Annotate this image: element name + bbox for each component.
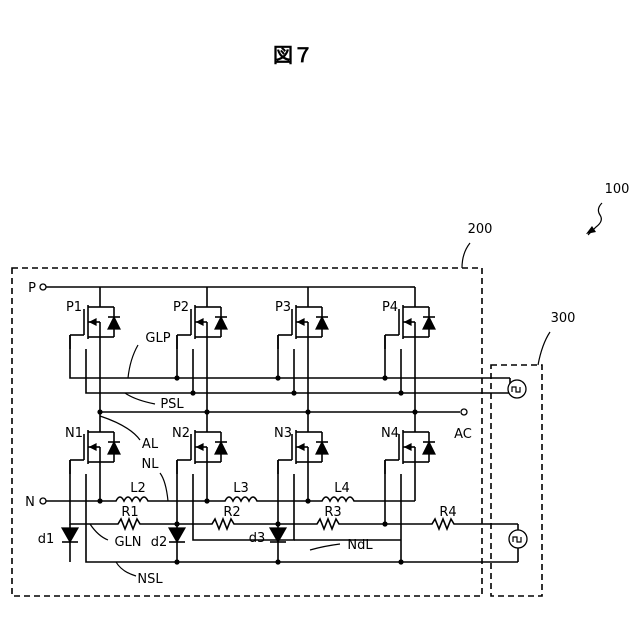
terminal-n-label: N <box>25 495 35 510</box>
gln-leader <box>90 524 108 540</box>
n-switch-2-label: N2 <box>172 426 190 441</box>
glp-label: GLP <box>145 331 170 346</box>
p-switch-3-label: P3 <box>275 300 291 315</box>
ref-system-label: 100 <box>605 182 630 197</box>
figure-title: 図７ <box>273 43 313 67</box>
nsl-label: NSL <box>137 572 163 587</box>
p-switch-4-label: P4 <box>382 300 398 315</box>
pulse-source-bottom <box>509 530 527 548</box>
terminal-ac-label: AC <box>454 427 472 442</box>
n-switch-4 <box>385 412 435 482</box>
n-switch-1-label: N1 <box>65 426 83 441</box>
p-switch-2-label: P2 <box>173 300 189 315</box>
resistor-r2-label: R2 <box>223 505 240 520</box>
al-label: AL <box>142 437 159 452</box>
p-switch-2 <box>177 287 227 357</box>
ref-module-leader <box>462 243 470 268</box>
terminal-n <box>40 498 46 504</box>
inductor-l2-label: L2 <box>130 481 146 496</box>
terminal-p <box>40 284 46 290</box>
al-leader <box>100 416 140 440</box>
ref-system-arrow <box>586 226 596 234</box>
n-switch-2 <box>177 412 227 482</box>
resistor-r1-label: R1 <box>121 505 138 520</box>
nsl-leader <box>116 562 136 576</box>
p-switch-1-label: P1 <box>66 300 82 315</box>
n-switch-1 <box>70 412 120 482</box>
gln-label: GLN <box>114 535 141 550</box>
p-switch-3 <box>278 287 328 357</box>
n-switch-3-label: N3 <box>274 426 292 441</box>
nl-leader <box>160 473 168 501</box>
p-switch-1 <box>70 287 120 357</box>
ndl-label: NdL <box>347 538 373 553</box>
ref-module-label: 200 <box>468 222 493 237</box>
psl-label: PSL <box>160 397 184 412</box>
terminal-ac <box>461 409 467 415</box>
diode-d2 <box>169 528 185 542</box>
n-switch-3 <box>278 412 328 482</box>
ndl-leader <box>310 544 340 550</box>
diode-d3-label: d3 <box>249 531 266 546</box>
n-switch-4-label: N4 <box>381 426 399 441</box>
diode-d1 <box>62 528 78 542</box>
psl-line <box>86 349 510 393</box>
p-switch-4 <box>385 287 435 357</box>
diode-d1-label: d1 <box>38 532 55 547</box>
pulse-source-top <box>508 380 526 398</box>
diode-d2-label: d2 <box>151 535 168 550</box>
resistor-r4-label: R4 <box>439 505 456 520</box>
inductor-l4-label: L4 <box>334 481 350 496</box>
glp-line <box>70 335 510 378</box>
resistor-r3-label: R3 <box>324 505 341 520</box>
inductor-l3-label: L3 <box>233 481 249 496</box>
psl-leader <box>125 393 155 404</box>
ref-driver-label: 300 <box>551 311 576 326</box>
ref-driver-leader <box>538 332 550 365</box>
terminal-p-label: P <box>28 281 36 296</box>
glp-leader <box>128 345 138 378</box>
nl-label: NL <box>142 457 160 472</box>
